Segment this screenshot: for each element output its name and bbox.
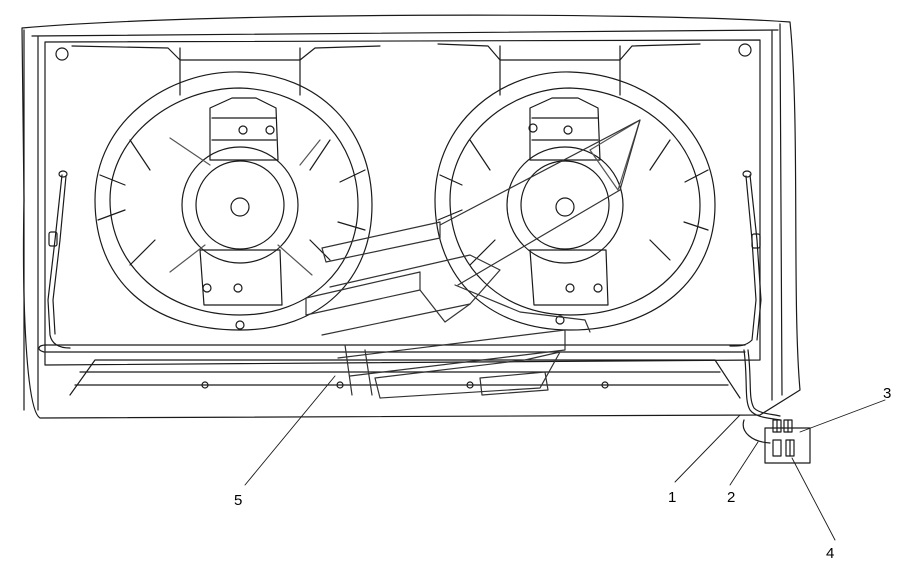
top-brackets <box>71 43 701 96</box>
callout-labels: 1 2 3 4 5 <box>234 385 891 562</box>
callout-2: 2 <box>727 489 735 506</box>
callout-1: 1 <box>668 489 676 506</box>
logo-watermark <box>305 119 641 399</box>
leader-lines <box>244 375 886 541</box>
callout-3: 3 <box>883 385 891 402</box>
housing-frame <box>21 14 801 419</box>
lower-pipe-and-tray <box>38 344 746 399</box>
left-tube <box>47 170 71 349</box>
left-fan-assembly <box>94 71 373 331</box>
right-tube <box>729 170 781 444</box>
callout-5: 5 <box>234 492 242 509</box>
callout-4: 4 <box>826 545 834 562</box>
right-fan-assembly <box>434 71 716 331</box>
fitting-block <box>764 419 811 464</box>
